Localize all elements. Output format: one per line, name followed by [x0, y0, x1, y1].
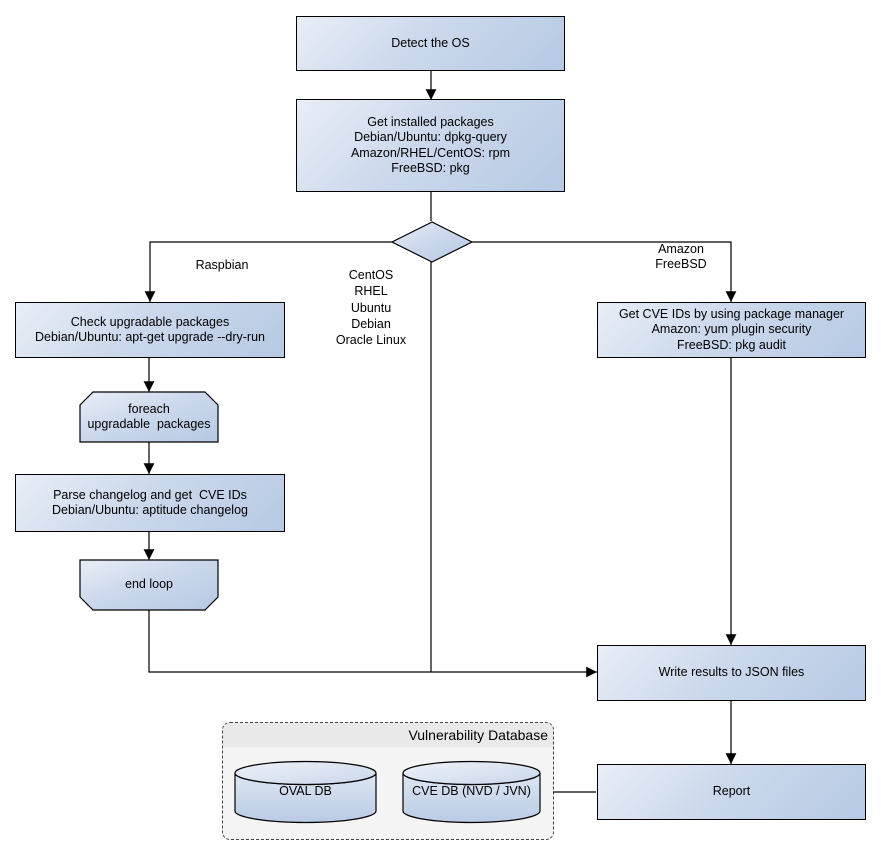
node-parse-changelog: Parse changelog and get CVE IDs Debian/U…: [15, 474, 285, 532]
node-text-line: Amazon/RHEL/CentOS: rpm: [350, 145, 511, 160]
node-report: Report: [597, 764, 866, 820]
node-text-line: Debian/Ubuntu: dpkg-query: [354, 130, 507, 144]
node-text-line: Write results to JSON files: [658, 665, 805, 680]
node-text-line: Get CVE IDs by using package manager: [618, 306, 845, 321]
node-text-line: Check upgradable packages: [70, 314, 230, 329]
node-detect-os: Detect the OS: [296, 16, 565, 71]
edge-label-text: Oracle Linux: [335, 333, 407, 348]
cve-db-cylinder: [402, 760, 541, 824]
cve-db-cylinder-top: [402, 760, 541, 786]
node-text-line: Parse changelog and get CVE IDs: [53, 487, 247, 502]
edge-decision-to-getcve-amazon: [472, 241, 737, 302]
node-text-line: FreeBSD: pkg audit: [676, 337, 787, 352]
oval-db-cylinder: [234, 760, 377, 824]
node-get-cve-ids: Get CVE IDs by using package manager Ama…: [597, 302, 866, 358]
edge-label-text: Amazon: [658, 242, 704, 256]
os-decision-diamond: [390, 221, 474, 263]
node-write-results: Write results to JSON files: [597, 645, 866, 701]
edge-label-text: Raspbian: [195, 258, 249, 272]
node-text-line: Report: [712, 784, 751, 799]
node-text-line: Get installed packages: [367, 114, 494, 129]
node-text-line: Debian/Ubuntu: aptitude changelog: [52, 503, 248, 517]
node-get-installed-packages: Get installed packages Debian/Ubuntu: dp…: [296, 99, 565, 192]
node-text-line: Detect the OS: [391, 35, 470, 50]
edge-label-text: Debian: [351, 316, 391, 331]
edge-label-text: Ubuntu: [350, 300, 392, 315]
edge-label-right-os: Amazon FreeBSD: [631, 242, 731, 272]
edge-label-middle-os: CentOS RHEL Ubuntu Debian Oracle Linux: [321, 267, 421, 348]
node-text-line: Amazon: yum plugin security: [651, 322, 812, 337]
node-check-upgradable-packages: Check upgradable packages Debian/Ubuntu:…: [15, 302, 285, 358]
edge-label-raspbian: Raspbian: [172, 258, 272, 272]
vulnerability-database-header: Vulnerability Database: [223, 723, 553, 747]
end-loop-shape: [79, 559, 219, 611]
edge-label-text: FreeBSD: [655, 257, 707, 271]
edge-decision-to-check-raspbian: [144, 241, 392, 302]
foreach-loop-shape: [79, 391, 219, 443]
vulnerability-database-title: Vulnerability Database: [408, 727, 548, 743]
edge-label-text: RHEL: [354, 284, 388, 299]
node-text-line: Debian/Ubuntu: apt-get upgrade --dry-run: [35, 330, 265, 344]
oval-db-cylinder-top: [234, 760, 377, 786]
edge-label-text: CentOS: [348, 268, 394, 282]
edge-endloop-to-write: [148, 610, 597, 678]
node-text-line: FreeBSD: pkg: [391, 161, 470, 175]
